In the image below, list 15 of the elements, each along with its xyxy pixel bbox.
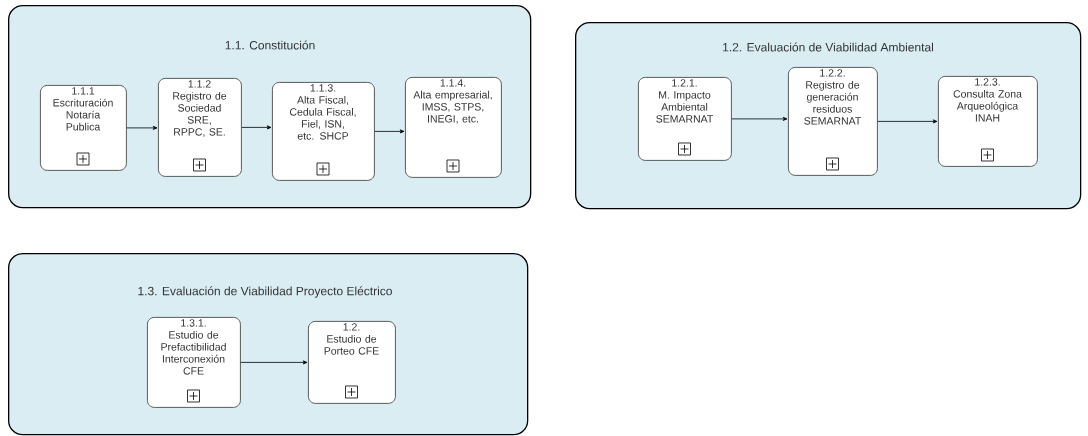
subprocess-box: 1.2.1. M. Impacto Ambiental SEMARNAT: [638, 77, 732, 161]
subprocess-box: 1.2. Estudio de Porteo CFE: [308, 321, 396, 404]
arrow: [374, 129, 405, 134]
arrow: [240, 360, 308, 365]
arrow: [241, 125, 272, 130]
subprocess-box: 1.1.4. Alta empresarial, IMSS, STPS, INEGI, etc.: [405, 77, 502, 178]
arrow: [731, 116, 788, 121]
arrow: [126, 125, 158, 130]
subprocess-box: 1.1.1 Escrituración Notaría Publica: [40, 85, 127, 171]
subprocess-box: 1.1.2 Registro de Sociedad SRE, RPPC, SE.: [158, 78, 242, 177]
subprocess-box: 1.3.1. Estudio de Prefactibilidad Interconexión CFE: [147, 317, 241, 408]
subprocess-box: 1.2.2. Registro de generación residuos SEMARNAT: [788, 67, 878, 176]
subprocess-box: 1.1.3. Alta Fiscal, Cedula Fiscal, Fiel, ISN, etc. SHCP: [272, 82, 375, 181]
arrow: [877, 119, 938, 124]
subprocess-box: 1.2.3. Consulta Zona Arqueológica INAH: [938, 76, 1038, 167]
